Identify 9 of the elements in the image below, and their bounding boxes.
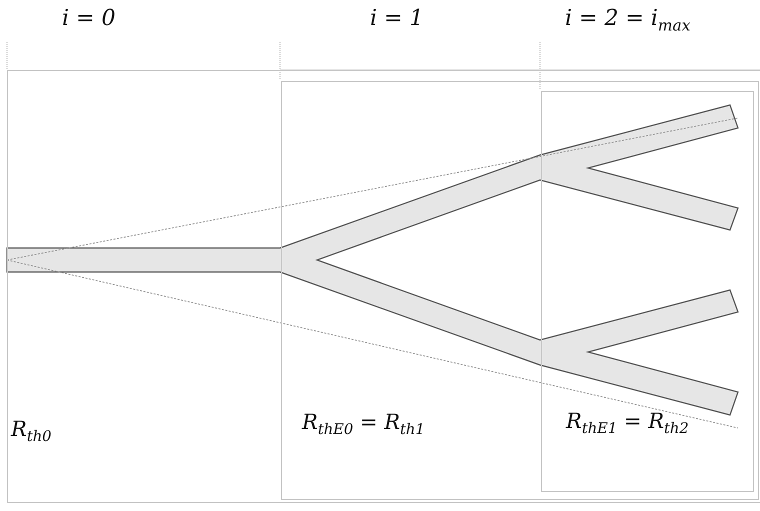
formula-text: R$_{thE1}$ = R$_{th2}$ <box>566 409 689 438</box>
formula-text: R$_{thE0}$ = R$_{th1}$ <box>302 410 425 438</box>
stage-label: i = 1 <box>370 6 424 31</box>
stage-label: i = 2 = i$_{max}$ <box>565 6 690 34</box>
region-box <box>541 91 754 492</box>
region-box <box>281 81 759 500</box>
region-box <box>7 70 760 503</box>
stage-label: i = 0 <box>62 6 116 31</box>
formula-text: R$_{th0}$ <box>11 417 52 446</box>
